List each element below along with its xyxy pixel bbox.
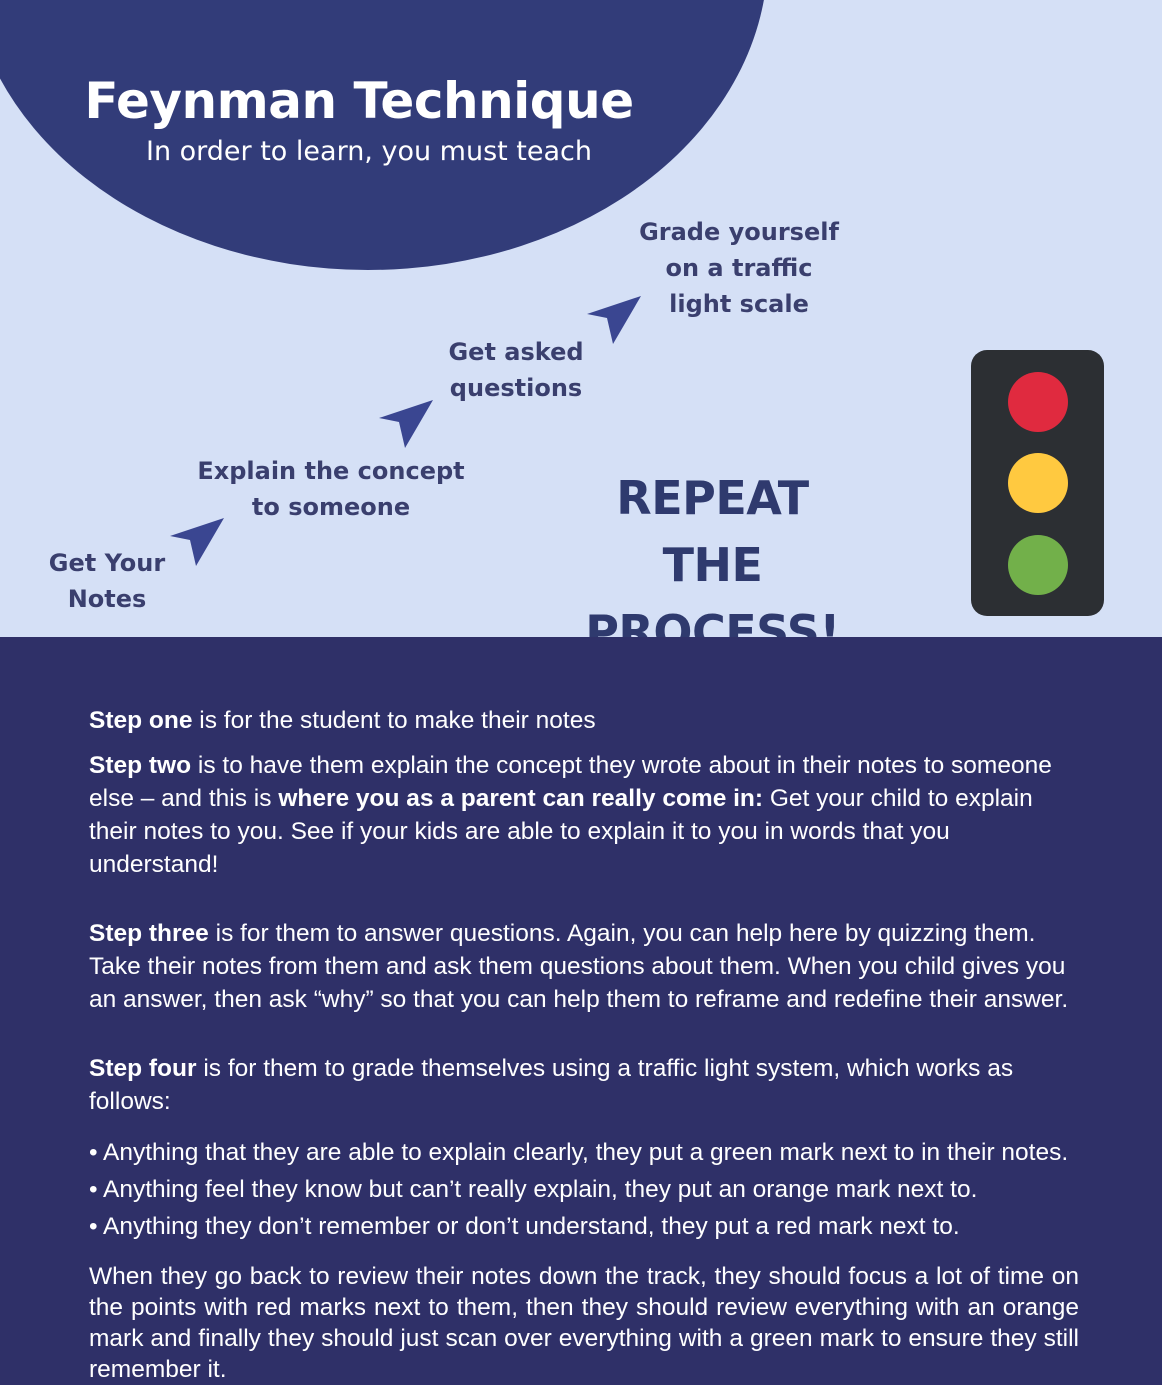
step-label-line: questions [449,374,583,402]
step-one-paragraph: Step one is for the student to make thei… [89,704,1079,737]
step-label-line: light scale [669,290,809,318]
red-light [1008,372,1068,432]
step-two-paragraph: Step two is to have them explain the con… [89,749,1079,881]
step-label-line: Get Your [48,549,166,577]
step-label-explain-concept: Explain the concept to someone [190,453,472,525]
list-item: • Anything feel they know but can’t real… [89,1176,978,1203]
green-light [1008,535,1068,595]
step-heading: Step one [89,707,193,734]
step-heading: Step four [89,1055,197,1082]
instructions-body: Step one is for the student to make thei… [89,704,1079,1385]
closing-paragraph: When they go back to review their notes … [89,1263,1079,1383]
emphasis-text: where you as a parent can really come in… [278,785,764,812]
step-text: is for them to answer questions. Again, … [89,920,1069,1013]
page-subtitle: In order to learn, you must teach [145,136,593,167]
step-label-line: to someone [251,493,411,521]
repeat-process-text: REPEAT THE PROCESS! [560,465,865,637]
step-text: Get your child to explain their notes to… [89,785,1033,878]
step-label-grade-yourself: Grade yourself on a traffic light scale [625,214,853,322]
step-heading: Step two [89,752,192,779]
repeat-line: REPEAT THE [616,471,809,592]
step-label-line: Grade yourself [639,218,839,246]
step-label-line: on a traffic [665,254,813,282]
step-label-get-notes: Get Your Notes [42,545,172,617]
infographic-header: Feynman Technique In order to learn, you… [0,0,1162,637]
step-four-paragraph: Step four is for them to grade themselve… [89,1052,1079,1118]
repeat-line: PROCESS! [585,605,840,637]
step-text: is to have them explain the concept they… [89,752,1052,812]
step-label-line: Get asked [448,338,584,366]
step-label-line: Explain the concept [197,457,465,485]
step-text: is for the student to make their notes [192,707,596,734]
arrow-icon [587,296,641,344]
yellow-light [1008,453,1068,513]
step-text: is for them to grade themselves using a … [89,1055,1014,1115]
step-label-line: Notes [67,585,147,613]
list-item: • Anything that they are able to explain… [89,1139,1069,1166]
list-item: • Anything they don’t remember or don’t … [89,1213,960,1240]
arrow-icon [379,400,433,448]
page-title: Feynman Technique [84,72,634,130]
traffic-light-list: • Anything that they are able to explain… [89,1134,1079,1245]
traffic-light-icon [971,350,1104,616]
step-label-get-asked-questions: Get asked questions [436,334,596,406]
step-three-paragraph: Step three is for them to answer questio… [89,917,1079,1016]
step-heading: Step three [89,920,209,947]
arrow-icon [170,518,224,566]
